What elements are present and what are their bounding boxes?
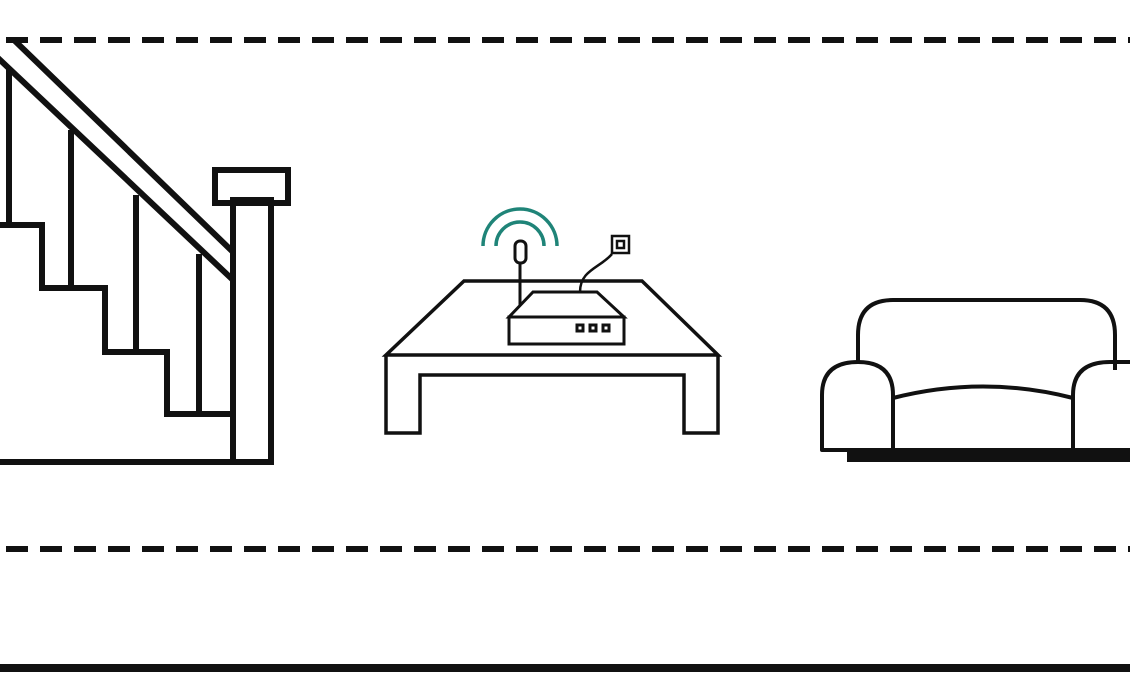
sofa-icon bbox=[820, 298, 1130, 452]
router-icon bbox=[505, 239, 628, 346]
staircase-icon bbox=[0, 37, 291, 465]
sofa-shadow bbox=[847, 451, 1130, 462]
wifi-signal-icon bbox=[481, 207, 559, 247]
outlet-icon bbox=[578, 234, 631, 293]
